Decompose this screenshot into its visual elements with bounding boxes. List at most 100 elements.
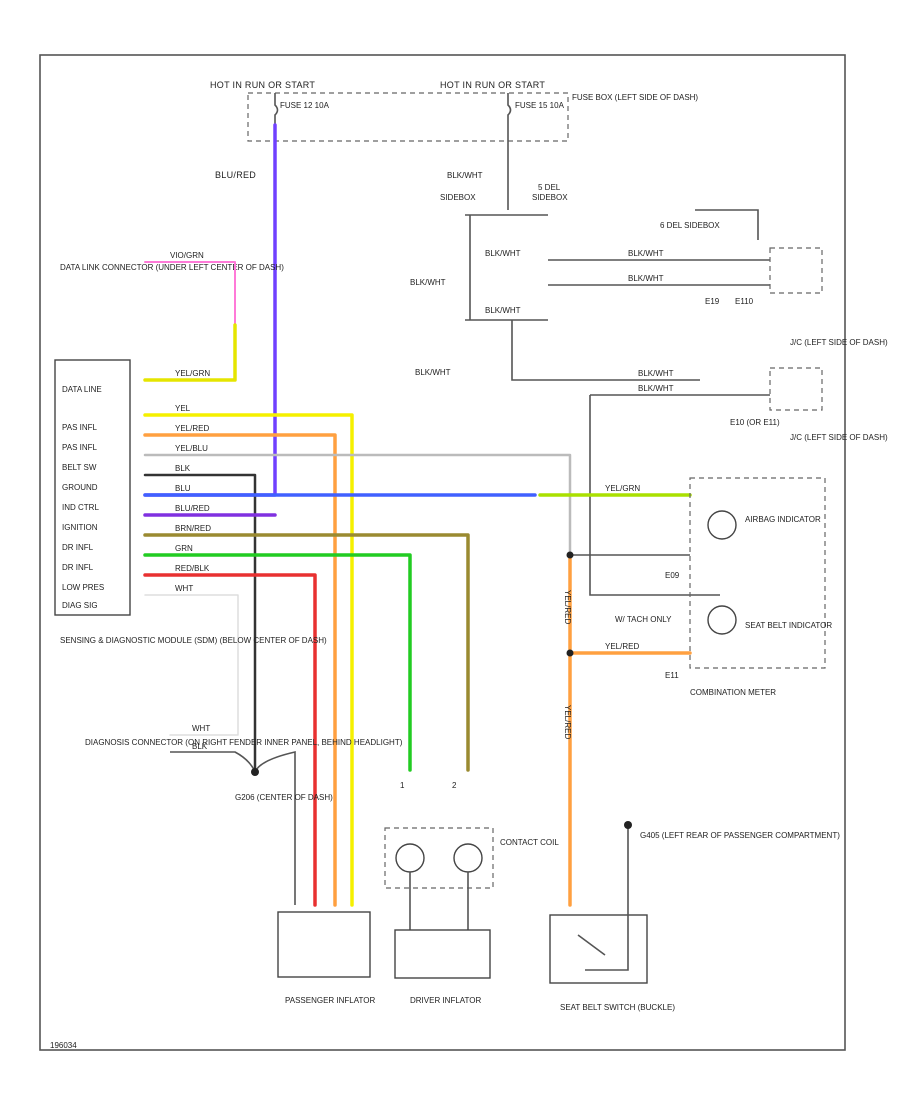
e19-connector bbox=[769, 247, 823, 294]
blk-wht-6: BLK/WHT bbox=[628, 274, 664, 283]
blk-wht-jc-b: BLK/WHT bbox=[638, 384, 674, 393]
wire-to-e19 bbox=[548, 259, 770, 286]
hot-label-right: HOT IN RUN OR START bbox=[440, 80, 545, 90]
g206-label: G206 (CENTER OF DASH) bbox=[235, 793, 333, 802]
pin-1: 1 bbox=[400, 781, 405, 790]
w-red-blk-label: RED/BLK bbox=[175, 564, 210, 573]
fuse-box-label: FUSE BOX (LEFT SIDE OF DASH) bbox=[572, 93, 698, 102]
w-wht-d-label: WHT bbox=[192, 724, 210, 733]
w-blk-label: BLK bbox=[175, 464, 191, 473]
pin-ground: GROUND bbox=[62, 483, 98, 492]
pin-belt-sw: BELT SW bbox=[62, 463, 97, 472]
sdm-module bbox=[54, 359, 131, 616]
fuse-box-outline bbox=[247, 92, 569, 142]
contact-coil-label: CONTACT COIL bbox=[500, 838, 559, 847]
wire-red-blk-low bbox=[143, 573, 317, 907]
diagram-frame bbox=[39, 54, 846, 1051]
seat-belt-switch-contact bbox=[577, 825, 629, 971]
combination-meter-label: COMBINATION METER bbox=[690, 688, 776, 697]
w-blu-red-label: BLU/RED bbox=[175, 504, 210, 513]
seat-belt-switch bbox=[549, 914, 648, 984]
driver-inflator bbox=[394, 929, 491, 979]
passenger-inflator bbox=[277, 911, 371, 978]
sidebox-dl-label: 5 DEL bbox=[538, 183, 561, 192]
blk-wht-5: BLK/WHT bbox=[628, 249, 664, 258]
w-wht-label: WHT bbox=[175, 584, 193, 593]
coil-wires bbox=[409, 872, 469, 930]
blk-wht-3: BLK/WHT bbox=[485, 306, 521, 315]
w-blk-d-label: BLK bbox=[192, 742, 208, 751]
pin-pas-infl-1: PAS INFL bbox=[62, 423, 98, 432]
yel-grn-dl-label: YEL/GRN bbox=[175, 369, 210, 378]
g405-ground bbox=[624, 821, 632, 829]
w-yel-label: YEL bbox=[175, 404, 191, 413]
w-blu-label: BLU bbox=[175, 484, 191, 493]
sidebox-r2-label: 6 DEL SIDEBOX bbox=[660, 221, 720, 230]
pin-2: 2 bbox=[452, 781, 457, 790]
blk-wht-top-label: BLK/WHT bbox=[447, 171, 483, 180]
jc-mid-label: J/C (LEFT SIDE OF DASH) bbox=[790, 433, 888, 442]
e09-label: E09 bbox=[665, 571, 680, 580]
w-yel-red-label: YEL/RED bbox=[175, 424, 209, 433]
e110-label: E110 bbox=[735, 297, 754, 306]
wire-to-seatbelt-ind bbox=[589, 395, 720, 596]
wire-grn-dr bbox=[143, 553, 412, 772]
wire-blk-diag bbox=[170, 750, 296, 905]
wire-yel-blu-belt bbox=[143, 453, 572, 557]
e10-label: E10 (OR E11) bbox=[730, 418, 780, 427]
pin-low-pres: LOW PRES bbox=[62, 583, 104, 592]
sidebox-r2-wire bbox=[695, 209, 759, 240]
wire-vio-grn bbox=[144, 261, 236, 326]
seat-belt-switch-label: SEAT BELT SWITCH (BUCKLE) bbox=[560, 1003, 675, 1012]
diag-connector-label: DIAGNOSIS CONNECTOR (ON RIGHT FENDER INN… bbox=[85, 738, 403, 747]
splice-block bbox=[465, 214, 700, 381]
wire-wht-diag bbox=[144, 594, 239, 736]
wire-label-blu-red: BLU/RED bbox=[215, 170, 256, 180]
contact-coil-1 bbox=[395, 843, 425, 873]
jc-top-label: J/C (LEFT SIDE OF DASH) bbox=[790, 338, 888, 347]
wire-yel-grn-data bbox=[143, 323, 237, 382]
w-yel-red-v2-label: YEL/RED bbox=[563, 705, 572, 739]
fuse-15-label: FUSE 15 10A bbox=[515, 101, 565, 110]
w-yel-grn-label: YEL/GRN bbox=[605, 484, 640, 493]
w-yel-red-b-label: YEL/RED bbox=[605, 642, 639, 651]
pin-pas-infl-2: PAS INFL bbox=[62, 443, 98, 452]
seatbelt-indicator-label: SEAT BELT INDICATOR bbox=[745, 621, 832, 630]
pin-dr-infl-2: DR INFL bbox=[62, 563, 94, 572]
sdm-label: SENSING & DIAGNOSTIC MODULE (SDM) (BELOW… bbox=[60, 636, 327, 645]
hot-label-left: HOT IN RUN OR START bbox=[210, 80, 315, 90]
e19-label: E19 bbox=[705, 297, 720, 306]
wire-blk-ground bbox=[143, 473, 257, 774]
passenger-inflator-label: PASSENGER INFLATOR bbox=[285, 996, 375, 1005]
pin-diag-sig: DIAG SIG bbox=[62, 601, 98, 610]
wire-blu-red-ignition bbox=[143, 123, 277, 497]
pin-ignition: IGNITION bbox=[62, 523, 98, 532]
wire-yel-red-pas bbox=[143, 433, 337, 907]
wire-yel-pas bbox=[143, 413, 354, 907]
figure-number: 196034 bbox=[50, 1041, 77, 1050]
g206-ground bbox=[251, 768, 259, 776]
w-grn-label: GRN bbox=[175, 544, 193, 553]
driver-inflator-label: DRIVER INFLATOR bbox=[410, 996, 481, 1005]
contact-coil-outline bbox=[384, 827, 494, 889]
sidebox-right-label: SIDEBOX bbox=[532, 193, 568, 202]
fuse-12-symbol bbox=[274, 93, 279, 125]
sidebox-left-label: SIDEBOX bbox=[440, 193, 476, 202]
combination-meter-outline bbox=[689, 477, 826, 669]
pin-data-line: DATA LINE bbox=[62, 385, 102, 394]
fuse-12-label: FUSE 12 10A bbox=[280, 101, 330, 110]
airbag-indicator-lamp bbox=[707, 510, 737, 540]
tach-label: W/ TACH ONLY bbox=[615, 615, 672, 624]
pin-ind-ctrl: IND CTRL bbox=[62, 503, 99, 512]
g405-label: G405 (LEFT REAR OF PASSENGER COMPARTMENT… bbox=[640, 831, 840, 840]
splice-dot-2 bbox=[566, 649, 574, 657]
e11-label: E11 bbox=[665, 671, 679, 680]
seatbelt-indicator-lamp bbox=[707, 605, 737, 635]
w-brn-red-label: BRN/RED bbox=[175, 524, 211, 533]
wire-brn-red-dr bbox=[143, 533, 470, 772]
blk-wht-1: BLK/WHT bbox=[485, 249, 521, 258]
blk-wht-4: BLK/WHT bbox=[415, 368, 451, 377]
dlc-label: DATA LINK CONNECTOR (UNDER LEFT CENTER O… bbox=[60, 263, 284, 272]
fuse-15-symbol bbox=[507, 93, 512, 125]
